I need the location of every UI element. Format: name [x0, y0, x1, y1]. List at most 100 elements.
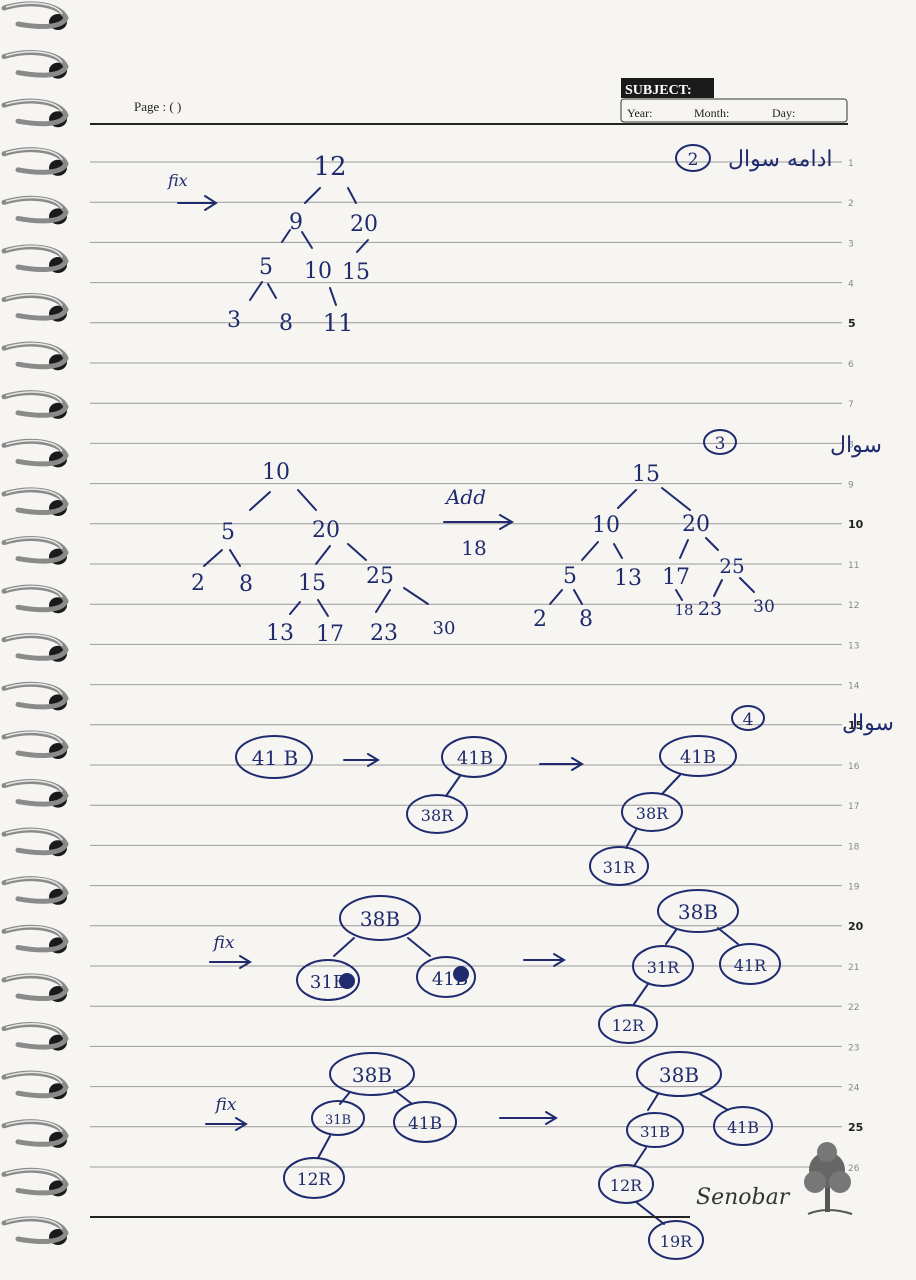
q4-heading: سوال [842, 711, 894, 736]
q4-step3-node: 41B [680, 747, 716, 768]
edge [297, 489, 317, 511]
q3-right-node: 23 [698, 598, 722, 620]
binding-coil [1, 244, 69, 272]
arrow [539, 757, 584, 771]
q2-node: 8 [279, 311, 293, 336]
edge [249, 491, 271, 511]
q3-right-node: 5 [563, 564, 577, 589]
rb-node [329, 1052, 415, 1096]
q3-left-node: 20 [312, 518, 340, 543]
rb-node [657, 889, 739, 933]
edge [347, 543, 367, 561]
edge [633, 983, 649, 1005]
binding-shine [5, 391, 63, 404]
year-label: Year: [627, 106, 652, 120]
q3-right-node: 15 [632, 462, 660, 487]
binding-shine [5, 682, 63, 695]
binding-coil [1, 293, 69, 321]
edge [647, 1093, 659, 1111]
binding-shine [5, 925, 63, 938]
line-number: 11 [848, 561, 859, 571]
rb-node [296, 959, 360, 1001]
binding-shine [5, 51, 63, 64]
binding-coil [1, 341, 69, 370]
q3-left-node: 17 [316, 622, 344, 647]
q4-fix-label: fix [212, 933, 235, 953]
edge [317, 1135, 331, 1159]
edge [403, 587, 429, 605]
q3-right-node: 25 [719, 554, 744, 578]
q2-node: 3 [227, 308, 241, 333]
q4-number: 4 [743, 710, 754, 730]
rb-node [589, 846, 649, 886]
q2-node: 11 [323, 309, 354, 337]
line-number: 23 [848, 1043, 859, 1053]
line-number: 21 [848, 963, 859, 973]
rb-node [283, 1157, 345, 1199]
rb-node [311, 1100, 365, 1136]
q3-number: 3 [715, 434, 726, 454]
edge [445, 775, 461, 797]
edge [249, 281, 263, 301]
line-number: 14 [848, 682, 860, 692]
rb-node [416, 956, 476, 998]
edge [317, 599, 329, 617]
q4-fix1-left-node: 38B [360, 907, 400, 931]
binding-shine [5, 537, 63, 550]
edge [289, 601, 301, 615]
edge [661, 487, 691, 511]
binding-shine [5, 196, 63, 209]
binding-coil [1, 1, 69, 29]
binding-shine [5, 1120, 63, 1133]
binding-shine [5, 1071, 63, 1084]
q4-fix2-right-node: 31B [640, 1123, 670, 1141]
rb-node [648, 1220, 704, 1260]
binding-coil [1, 1070, 69, 1099]
q2-fix-label: fix [167, 171, 188, 190]
footer: Senobar [90, 1142, 853, 1218]
arrow [343, 753, 380, 767]
q2-number: 2 [688, 150, 699, 170]
binding-coil [1, 1167, 69, 1196]
rb-node [632, 945, 694, 987]
q3-number-circle [703, 429, 737, 455]
q2-number-circle [675, 144, 711, 172]
q4-fix2-left-node: 31B [325, 1113, 351, 1128]
q3-left-node: 2 [191, 571, 205, 596]
line-number: 7 [848, 400, 854, 410]
edge [301, 231, 313, 249]
edge [581, 541, 599, 561]
rb-node [406, 794, 468, 834]
edge [675, 589, 683, 601]
binding-shine [5, 245, 63, 258]
q4-fix2-left-node: 38B [352, 1063, 392, 1087]
line-number: 9 [848, 481, 854, 491]
line-number: 19 [848, 883, 860, 893]
edge [203, 549, 223, 567]
edge [679, 539, 689, 559]
q3-left-node: 15 [298, 571, 326, 596]
edge [375, 589, 391, 613]
edge [625, 829, 637, 849]
rb-node [235, 735, 313, 779]
binding-shine [5, 2, 63, 15]
month-label: Month: [694, 106, 729, 120]
edge [347, 187, 357, 204]
edge [281, 229, 291, 243]
edge [739, 577, 755, 593]
binding-shine [5, 974, 63, 987]
binding-shine [5, 877, 63, 890]
question-3: سوال 3 10 5 20 2 8 15 25 13 17 23 30 Add… [191, 429, 882, 647]
binding-coil [1, 50, 69, 78]
line-number: 22 [848, 1003, 859, 1013]
rb-node [659, 735, 737, 777]
edge [717, 927, 739, 945]
edge [333, 937, 355, 957]
edge [329, 287, 337, 306]
edge [229, 549, 241, 567]
q4-fix2-left-node: 41B [408, 1114, 442, 1134]
subject-label: SUBJECT: [625, 83, 692, 98]
q4-step3-node: 31R [603, 858, 636, 877]
binding-coil [1, 438, 69, 467]
